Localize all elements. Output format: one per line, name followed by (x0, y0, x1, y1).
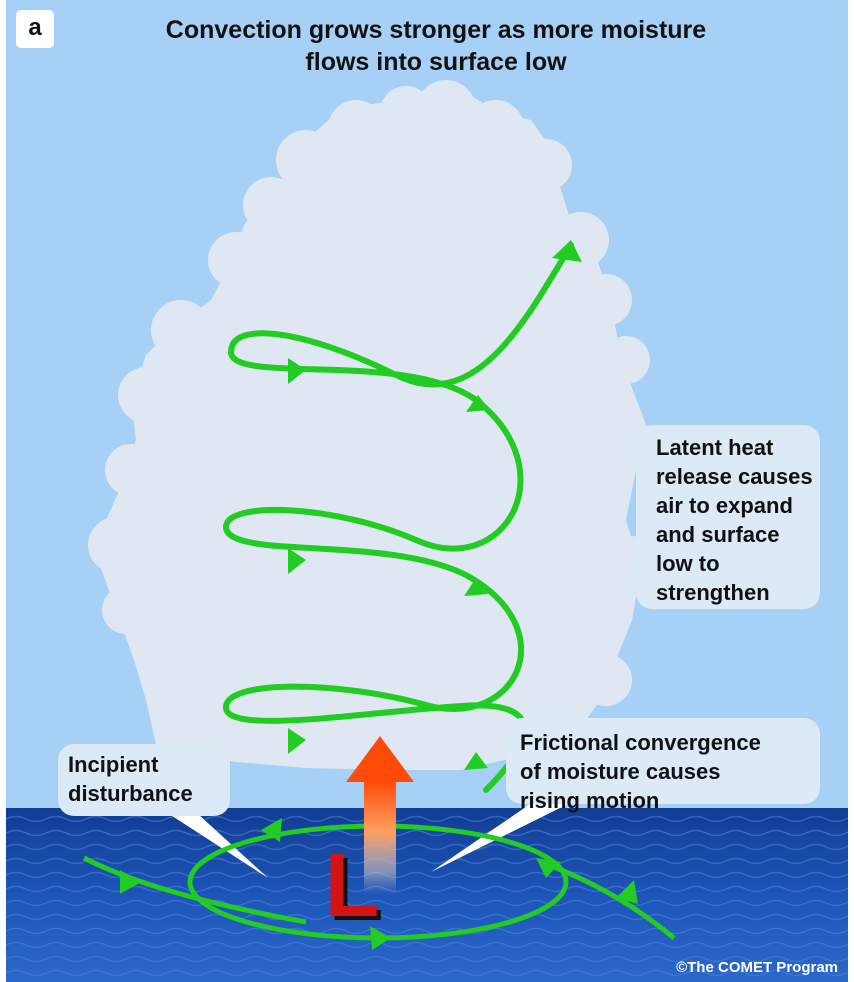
panel-label: a (16, 10, 54, 48)
arrowhead-inflow-east (616, 880, 638, 904)
credit-label: ©The COMET Program (676, 959, 838, 976)
arrowhead-top (552, 240, 582, 262)
callout-pointer-frictional (431, 800, 572, 872)
rising-motion-arrow (346, 736, 414, 895)
arrowhead-lower-left (288, 728, 306, 754)
spiral-updraft-path (223, 242, 574, 793)
callout-latent-heat: Latent heat release causes air to expand… (636, 425, 820, 609)
low-pressure-symbol: L (325, 836, 380, 936)
diagram-frame: L L a Convection grows stronger as more … (6, 0, 848, 982)
arrowhead-lower-right (464, 752, 488, 770)
diagram-title: Convection grows stronger as more moistu… (165, 16, 707, 76)
arrowhead-surface-south (370, 926, 391, 950)
arrowhead-middle-right (464, 578, 488, 596)
arrowhead-upper-left (288, 358, 306, 384)
arrowhead-surface-east (536, 858, 561, 878)
flow-arrowheads (120, 240, 638, 950)
arrowhead-inflow-west (120, 870, 141, 894)
arrowhead-upper-right (466, 395, 490, 412)
arrowhead-middle-left (288, 548, 306, 574)
callout-incipient-disturbance: Incipient disturbance (58, 744, 230, 816)
inflow-arrow-west (82, 855, 307, 925)
cumulus-cloud (88, 80, 655, 770)
inflow-arrow-east (545, 861, 676, 940)
callout-pointer-incipient (166, 812, 268, 878)
arrowhead-surface-north (261, 818, 282, 842)
convection-diagram: L L (6, 0, 848, 982)
low-pressure-shadow: L (329, 840, 384, 940)
callout-frictional-convergence: Frictional convergence of moisture cause… (506, 718, 820, 813)
ocean-waves (6, 808, 848, 982)
